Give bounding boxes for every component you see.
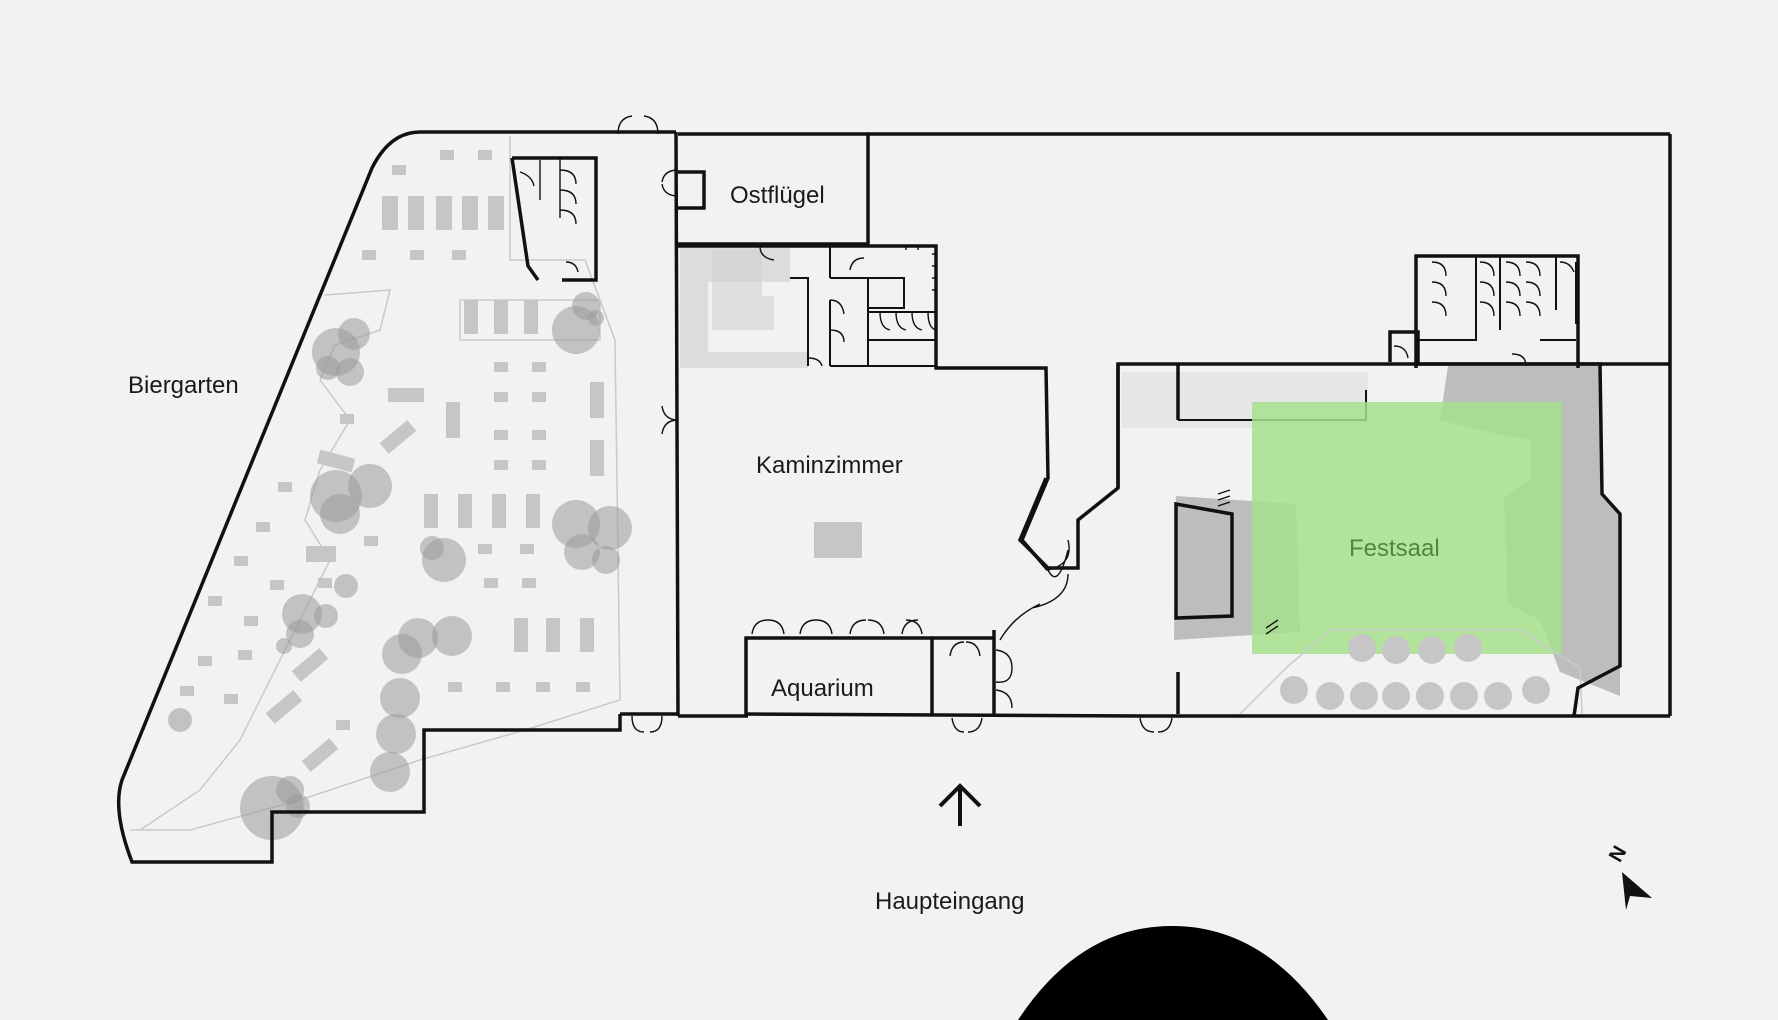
kaminzimmer-label: Kaminzimmer [756, 452, 903, 479]
north-arrow-icon [1622, 872, 1652, 910]
fireplace [814, 522, 862, 558]
aquarium-label: Aquarium [771, 675, 874, 702]
kaminzimmer-room[interactable]: Kaminzimmer [678, 244, 1670, 718]
biergarten-label: Biergarten [128, 372, 239, 399]
biergarten-doors [617, 115, 679, 733]
aquarium-room[interactable]: Aquarium [744, 619, 1141, 733]
festsaal-label: Festsaal [1349, 535, 1440, 562]
haupteingang-label: Haupteingang [875, 888, 1024, 915]
ostfluegel-room[interactable]: Ostflügel [678, 132, 870, 246]
north-letter: N [1605, 842, 1631, 866]
decorative-circle [1018, 926, 1328, 1020]
festsaal-highlight [1252, 402, 1562, 654]
festsaal-room[interactable]: Festsaal [1116, 254, 1670, 733]
compass: N [1605, 842, 1652, 910]
biergarten-trees [168, 292, 632, 840]
arrow-up-icon [938, 783, 982, 826]
biergarten-wc [510, 156, 598, 282]
biergarten-area[interactable]: Biergarten [116, 115, 680, 864]
biergarten-wall [116, 130, 676, 864]
biergarten-furniture [180, 150, 604, 772]
main-entrance[interactable]: Haupteingang [875, 783, 1024, 915]
ostfluegel-label: Ostflügel [730, 182, 825, 209]
